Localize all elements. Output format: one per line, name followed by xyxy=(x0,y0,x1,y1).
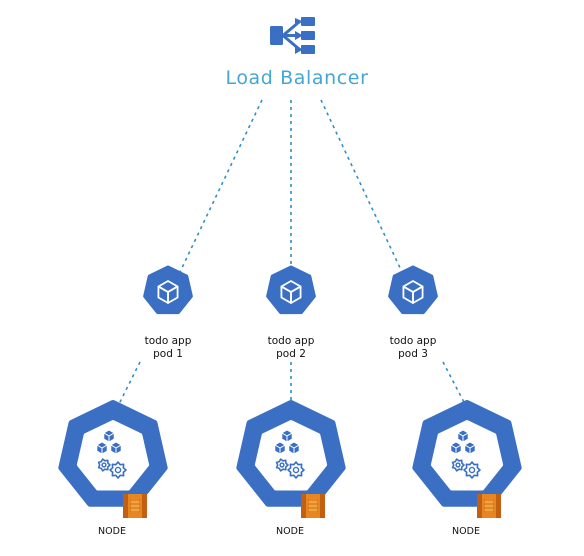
cube-icon xyxy=(288,441,300,455)
cube-icon xyxy=(464,441,476,455)
node-2[interactable]: NODE xyxy=(236,400,346,537)
kubernetes-node-icon xyxy=(58,400,168,507)
aws-ec2-icon xyxy=(477,494,501,518)
cube-icon xyxy=(281,429,293,443)
node-label: NODE xyxy=(452,526,480,537)
cube-icon xyxy=(157,280,179,304)
kubernetes-node-icon xyxy=(236,400,346,507)
cube-icon xyxy=(96,441,108,455)
gear-icon xyxy=(287,461,305,479)
pod-cube-icon xyxy=(266,265,316,315)
pod-label-line2: pod 2 xyxy=(276,348,306,360)
cube-icon xyxy=(274,441,286,455)
load-balancer-title: Load Balancer xyxy=(225,67,368,89)
aws-ec2-icon xyxy=(123,494,147,518)
pod-cube-icon xyxy=(143,265,193,315)
connectors xyxy=(116,99,468,409)
pod-label-line1: todo app xyxy=(390,335,437,347)
nodes: NODE NODE NODE xyxy=(58,400,522,537)
gear-icon xyxy=(109,461,127,479)
cubes-stack-icon xyxy=(450,429,476,455)
cubes-stack-icon xyxy=(274,429,300,455)
connector-pod-3-node-3 xyxy=(442,361,468,409)
pod-label-line1: todo app xyxy=(145,335,192,347)
node-label: NODE xyxy=(276,526,304,537)
pod-label-line2: pod 1 xyxy=(153,348,183,360)
cube-icon xyxy=(110,441,122,455)
cube-icon xyxy=(457,429,469,443)
connector-lb-pod-1 xyxy=(179,99,263,273)
node-1[interactable]: NODE xyxy=(58,400,168,537)
cubes-stack-icon xyxy=(96,429,122,455)
gear-icon xyxy=(97,458,111,472)
pod-label-line2: pod 3 xyxy=(398,348,428,360)
load-balancer-icon xyxy=(270,17,315,54)
node-label: NODE xyxy=(98,526,126,537)
cube-icon xyxy=(402,280,424,304)
pod-cube-icon xyxy=(388,265,438,315)
connector-pod-1-node-1 xyxy=(116,361,141,409)
connector-lb-pod-3 xyxy=(320,99,403,273)
cube-icon xyxy=(103,429,115,443)
gear-icon xyxy=(451,458,465,472)
gear-icon xyxy=(463,461,481,479)
gear-icon xyxy=(275,458,289,472)
node-3[interactable]: NODE xyxy=(412,400,522,537)
cube-icon xyxy=(450,441,462,455)
pod-label-line1: todo app xyxy=(268,335,315,347)
aws-ec2-icon xyxy=(301,494,325,518)
kubernetes-node-icon xyxy=(412,400,522,507)
cube-icon xyxy=(280,280,302,304)
